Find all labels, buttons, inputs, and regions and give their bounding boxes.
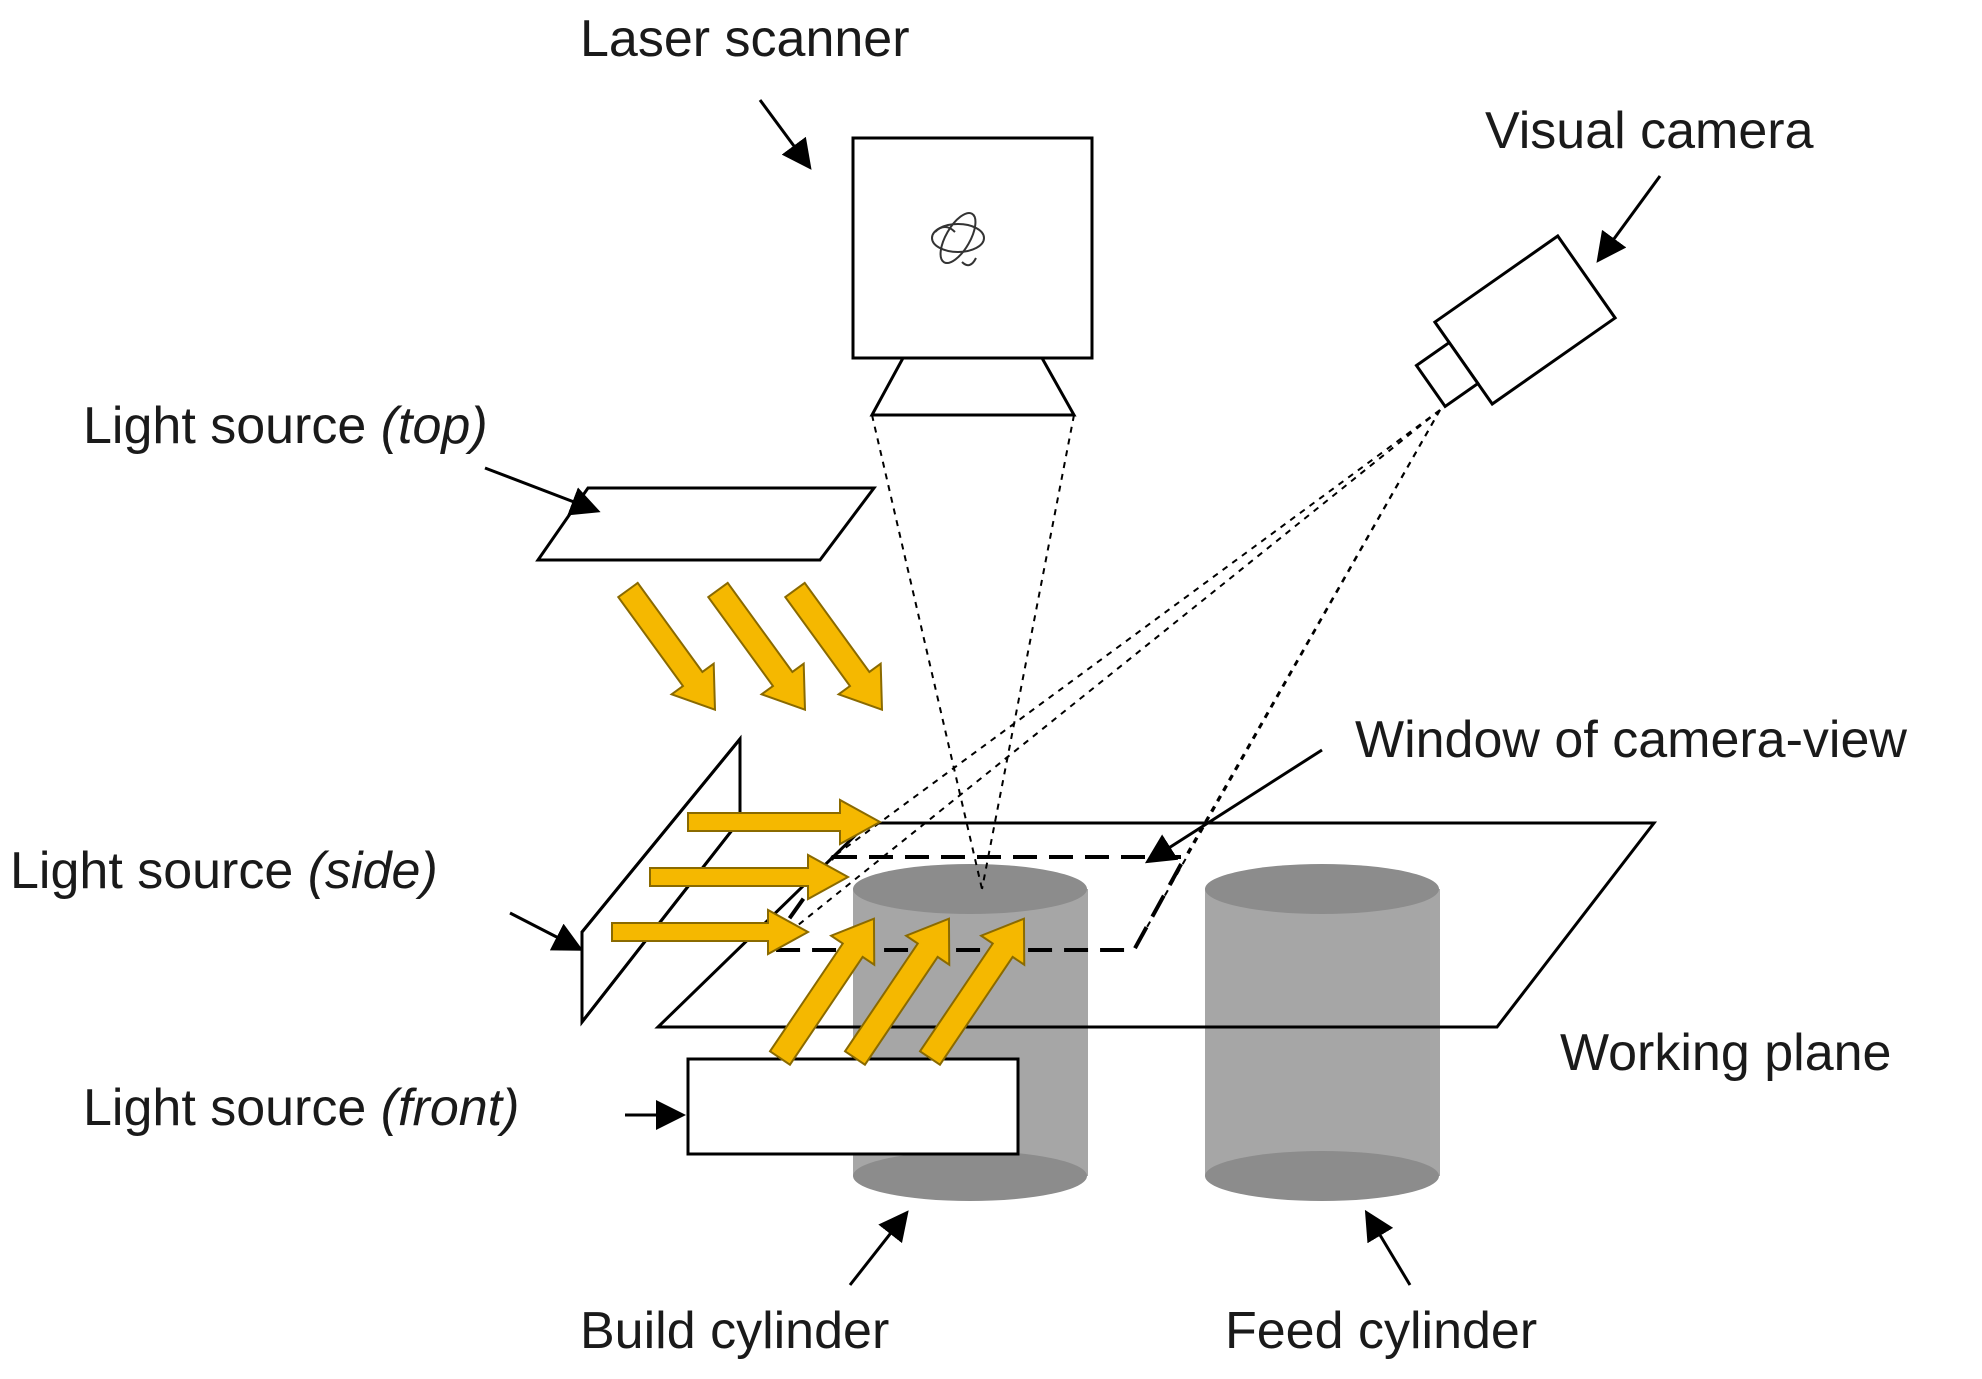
light-arrows-top (616, 581, 884, 712)
laser-scanner-symbol-icon (931, 212, 985, 267)
working-plane (654, 821, 1658, 1029)
camera-view-window (763, 855, 1189, 952)
laser-scanner-label: Laser scanner (580, 10, 910, 68)
working-plane-label: Working plane (1560, 1024, 1891, 1082)
visual-camera-pointer (1596, 175, 1662, 263)
light-source-side-label: Light source (side) (10, 842, 438, 900)
light-arrows-side (611, 798, 883, 956)
laser-scanner (851, 136, 1094, 417)
feed-cylinder-label: Feed cylinder (1225, 1302, 1537, 1360)
light-source-front-label: Light source (front) (83, 1079, 519, 1137)
pointer-arrows (484, 99, 1662, 1286)
window-of-camera-view-label: Window of camera-view (1355, 711, 1907, 769)
visual-camera-label: Visual camera (1485, 102, 1814, 160)
light-source-top (535, 486, 877, 562)
light-arrows-front (768, 917, 1026, 1067)
feed-cylinder (1205, 864, 1440, 1201)
light-source-top-pointer (484, 466, 601, 516)
build-cylinder-pointer (848, 1210, 909, 1286)
light-source-top-label: Light source (top) (83, 397, 488, 455)
visual-camera (1414, 233, 1618, 409)
light-source-front (686, 1057, 1020, 1156)
light-source-side-pointer (509, 911, 584, 951)
laser-scanner-pointer (758, 99, 812, 170)
window-pointer (1144, 748, 1323, 864)
laser-beam-lines (871, 414, 1075, 890)
camera-view-lines (766, 409, 1441, 951)
feed-cylinder-pointer (1364, 1209, 1412, 1286)
build-cylinder-label: Build cylinder (580, 1302, 889, 1360)
